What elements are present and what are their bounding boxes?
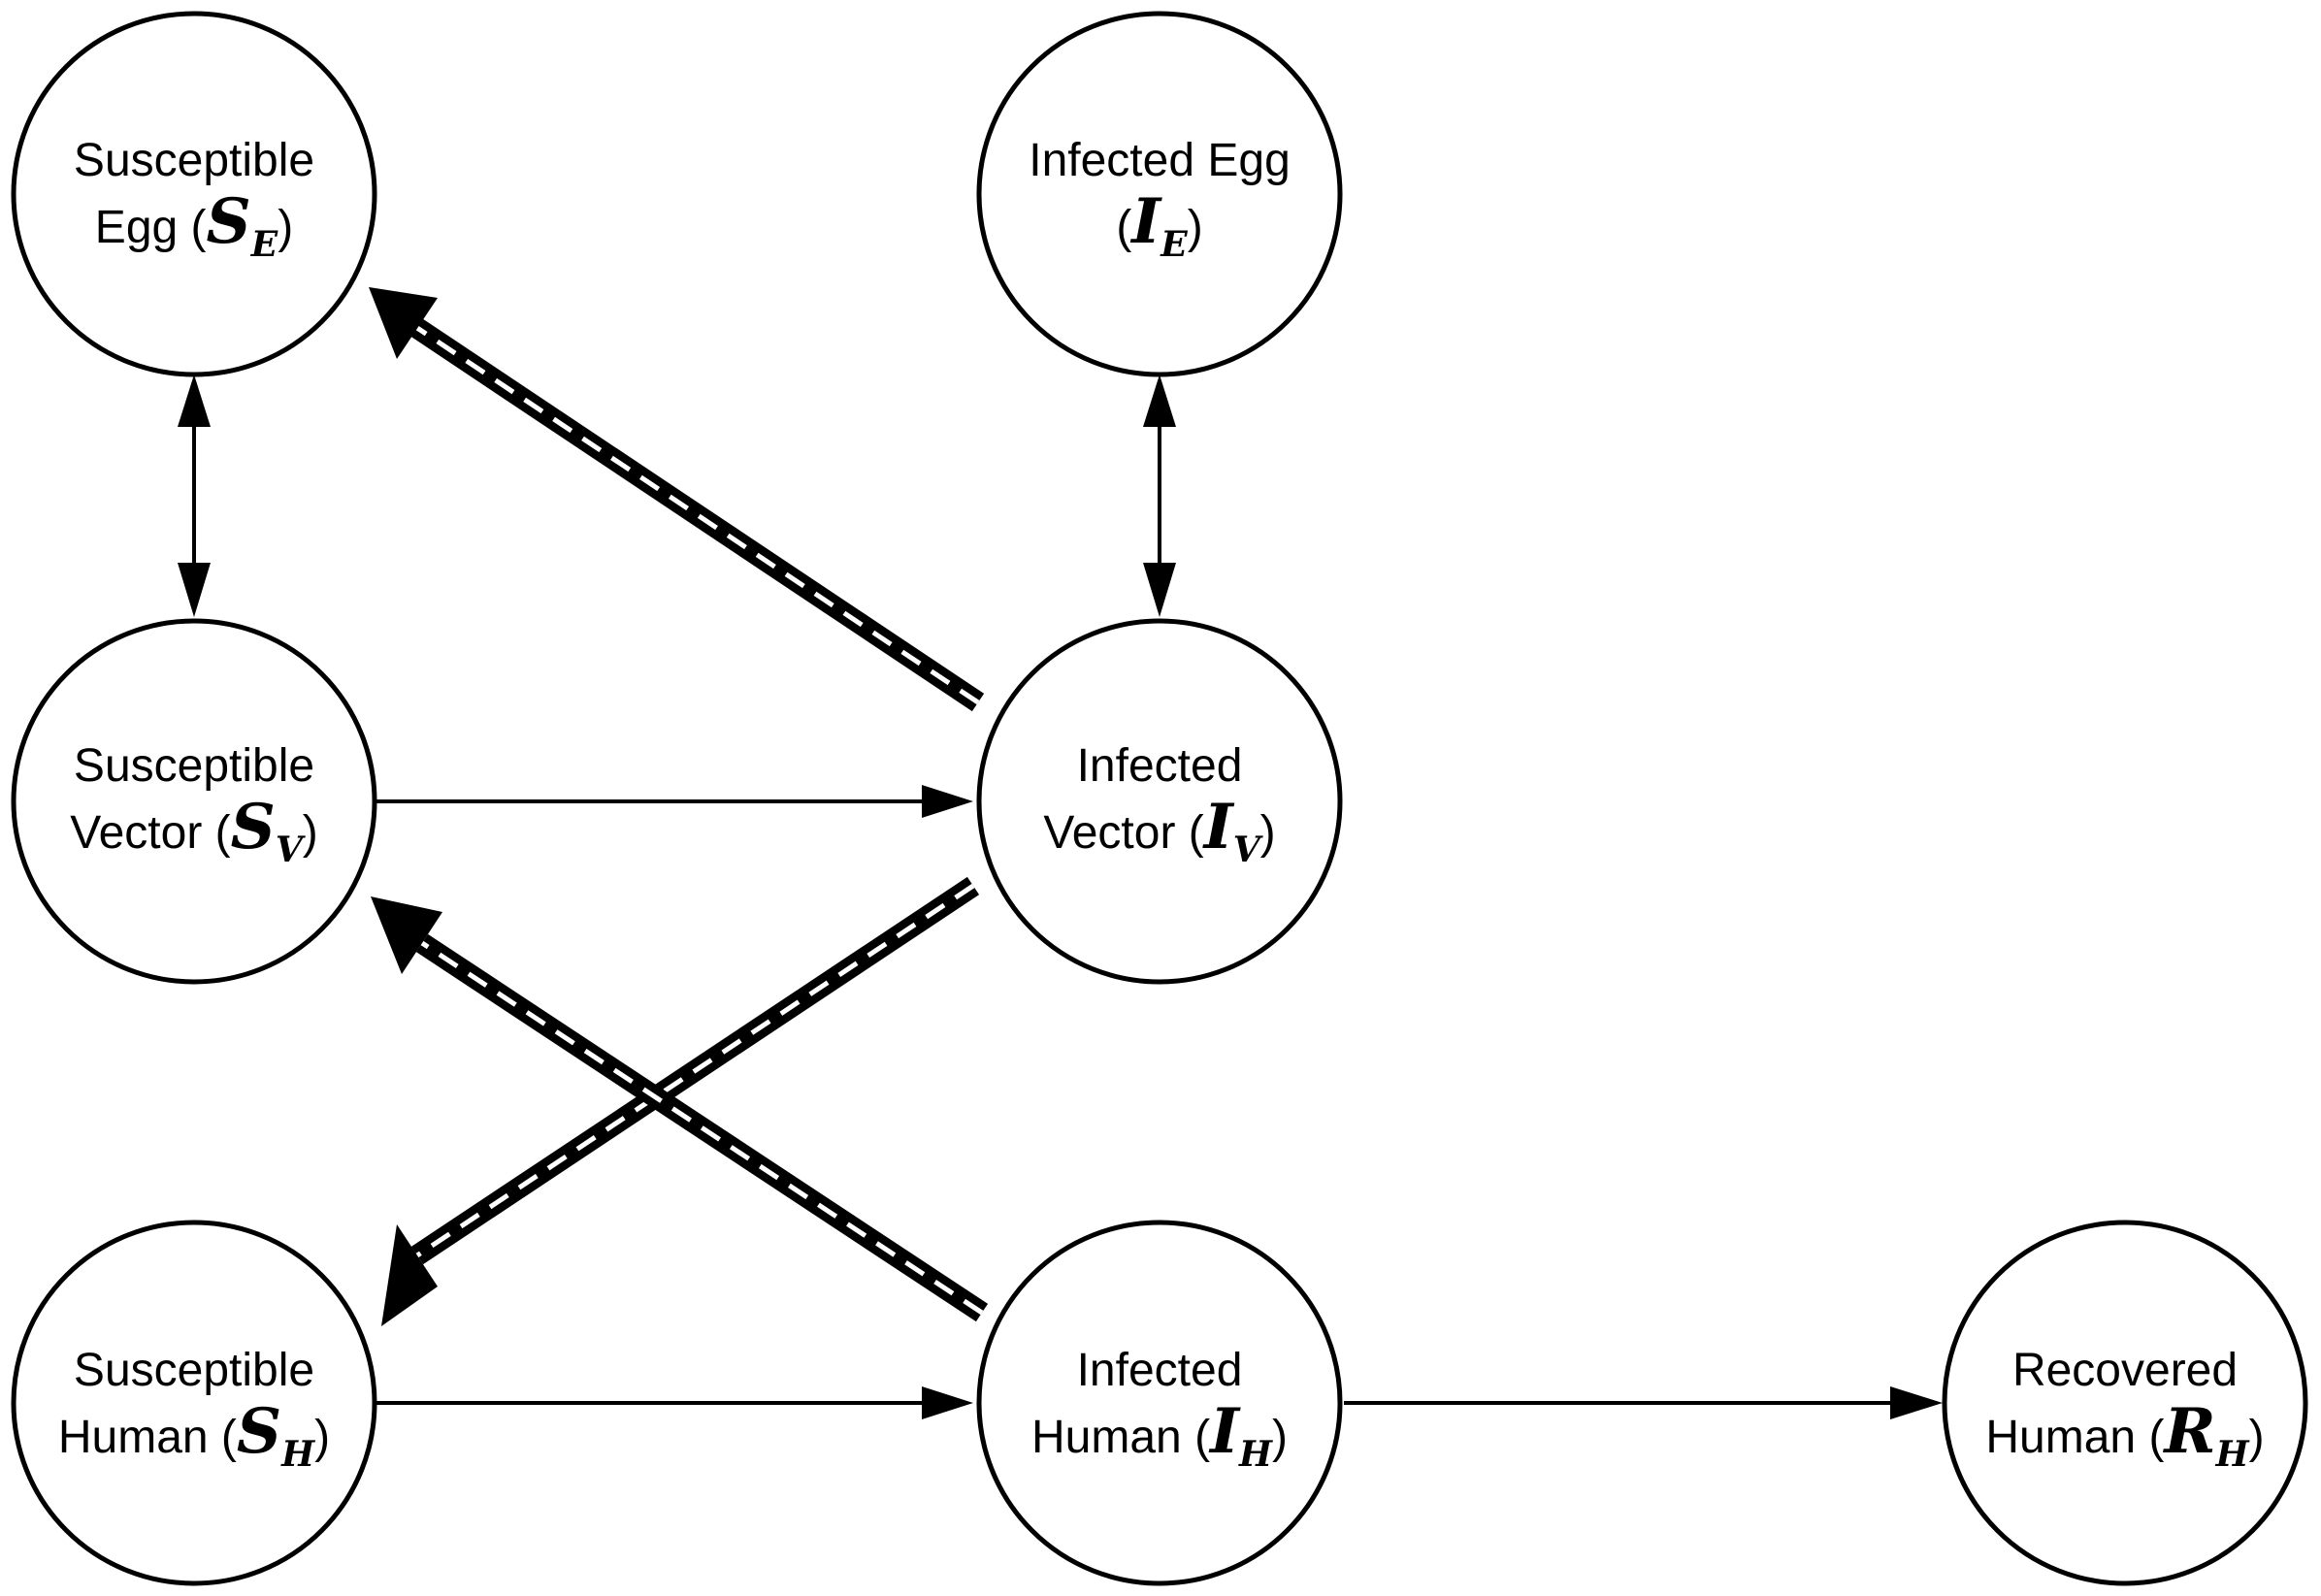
node-label-line2: Vector (SV) (70, 791, 318, 870)
edge-sv-to-iv (376, 785, 973, 818)
node-susceptible-egg: Susceptible Egg (SE) (11, 11, 377, 377)
node-susceptible-human: Susceptible Human (SH) (11, 1220, 377, 1586)
node-label-line2: Human (IH) (1031, 1395, 1288, 1475)
node-label-line2: (IE) (1116, 185, 1202, 265)
node-infected-egg: Infected Egg (IE) (976, 11, 1343, 377)
edges (178, 287, 1943, 1419)
subscript: E (1160, 224, 1188, 265)
node-label-line1: Susceptible (74, 135, 314, 186)
edge-iv-to-sh (381, 876, 980, 1326)
subscript: H (2215, 1434, 2250, 1475)
node-label-line1: Infected (1077, 1345, 1243, 1396)
subscript: E (250, 224, 278, 265)
node-label-line1: Susceptible (74, 1345, 314, 1396)
subscript: H (280, 1434, 315, 1475)
node-label-line1: Infected Egg (1029, 135, 1291, 186)
symbol: I (1208, 1395, 1241, 1468)
node-recovered-human: Recovered Human (RH) (1942, 1220, 2308, 1586)
symbol: I (1202, 791, 1235, 863)
edge-egg-vector-susceptible (178, 375, 211, 617)
edge-ih-to-rh (1344, 1386, 1943, 1419)
edge-ih-to-sv (371, 896, 989, 1322)
node-label-line1: Infected (1077, 740, 1243, 792)
symbol: S (207, 185, 251, 258)
edge-sh-to-ih (376, 1386, 973, 1419)
subscript: V (276, 830, 306, 870)
subscript: V (1233, 830, 1263, 870)
symbol: S (237, 1395, 281, 1468)
node-label-line2: Human (SH) (58, 1395, 330, 1475)
node-label-line1: Recovered (2012, 1345, 2238, 1396)
node-infected-vector: Infected Vector (IV) (976, 618, 1343, 985)
edge-egg-vector-infected (1143, 375, 1176, 617)
node-label-line1: Susceptible (74, 740, 314, 792)
node-label-line2: Vector (IV) (1043, 791, 1275, 870)
node-label-line2: Human (RH) (1985, 1395, 2264, 1475)
node-label-line2: Egg (SE) (95, 185, 293, 265)
node-infected-human: Infected Human (IH) (976, 1220, 1343, 1586)
symbol: R (2162, 1395, 2215, 1468)
symbol: I (1129, 185, 1162, 258)
subscript: H (1238, 1434, 1273, 1475)
node-susceptible-vector: Susceptible Vector (SV) (11, 618, 377, 985)
symbol: S (231, 791, 276, 863)
edge-iv-to-se (369, 287, 985, 712)
